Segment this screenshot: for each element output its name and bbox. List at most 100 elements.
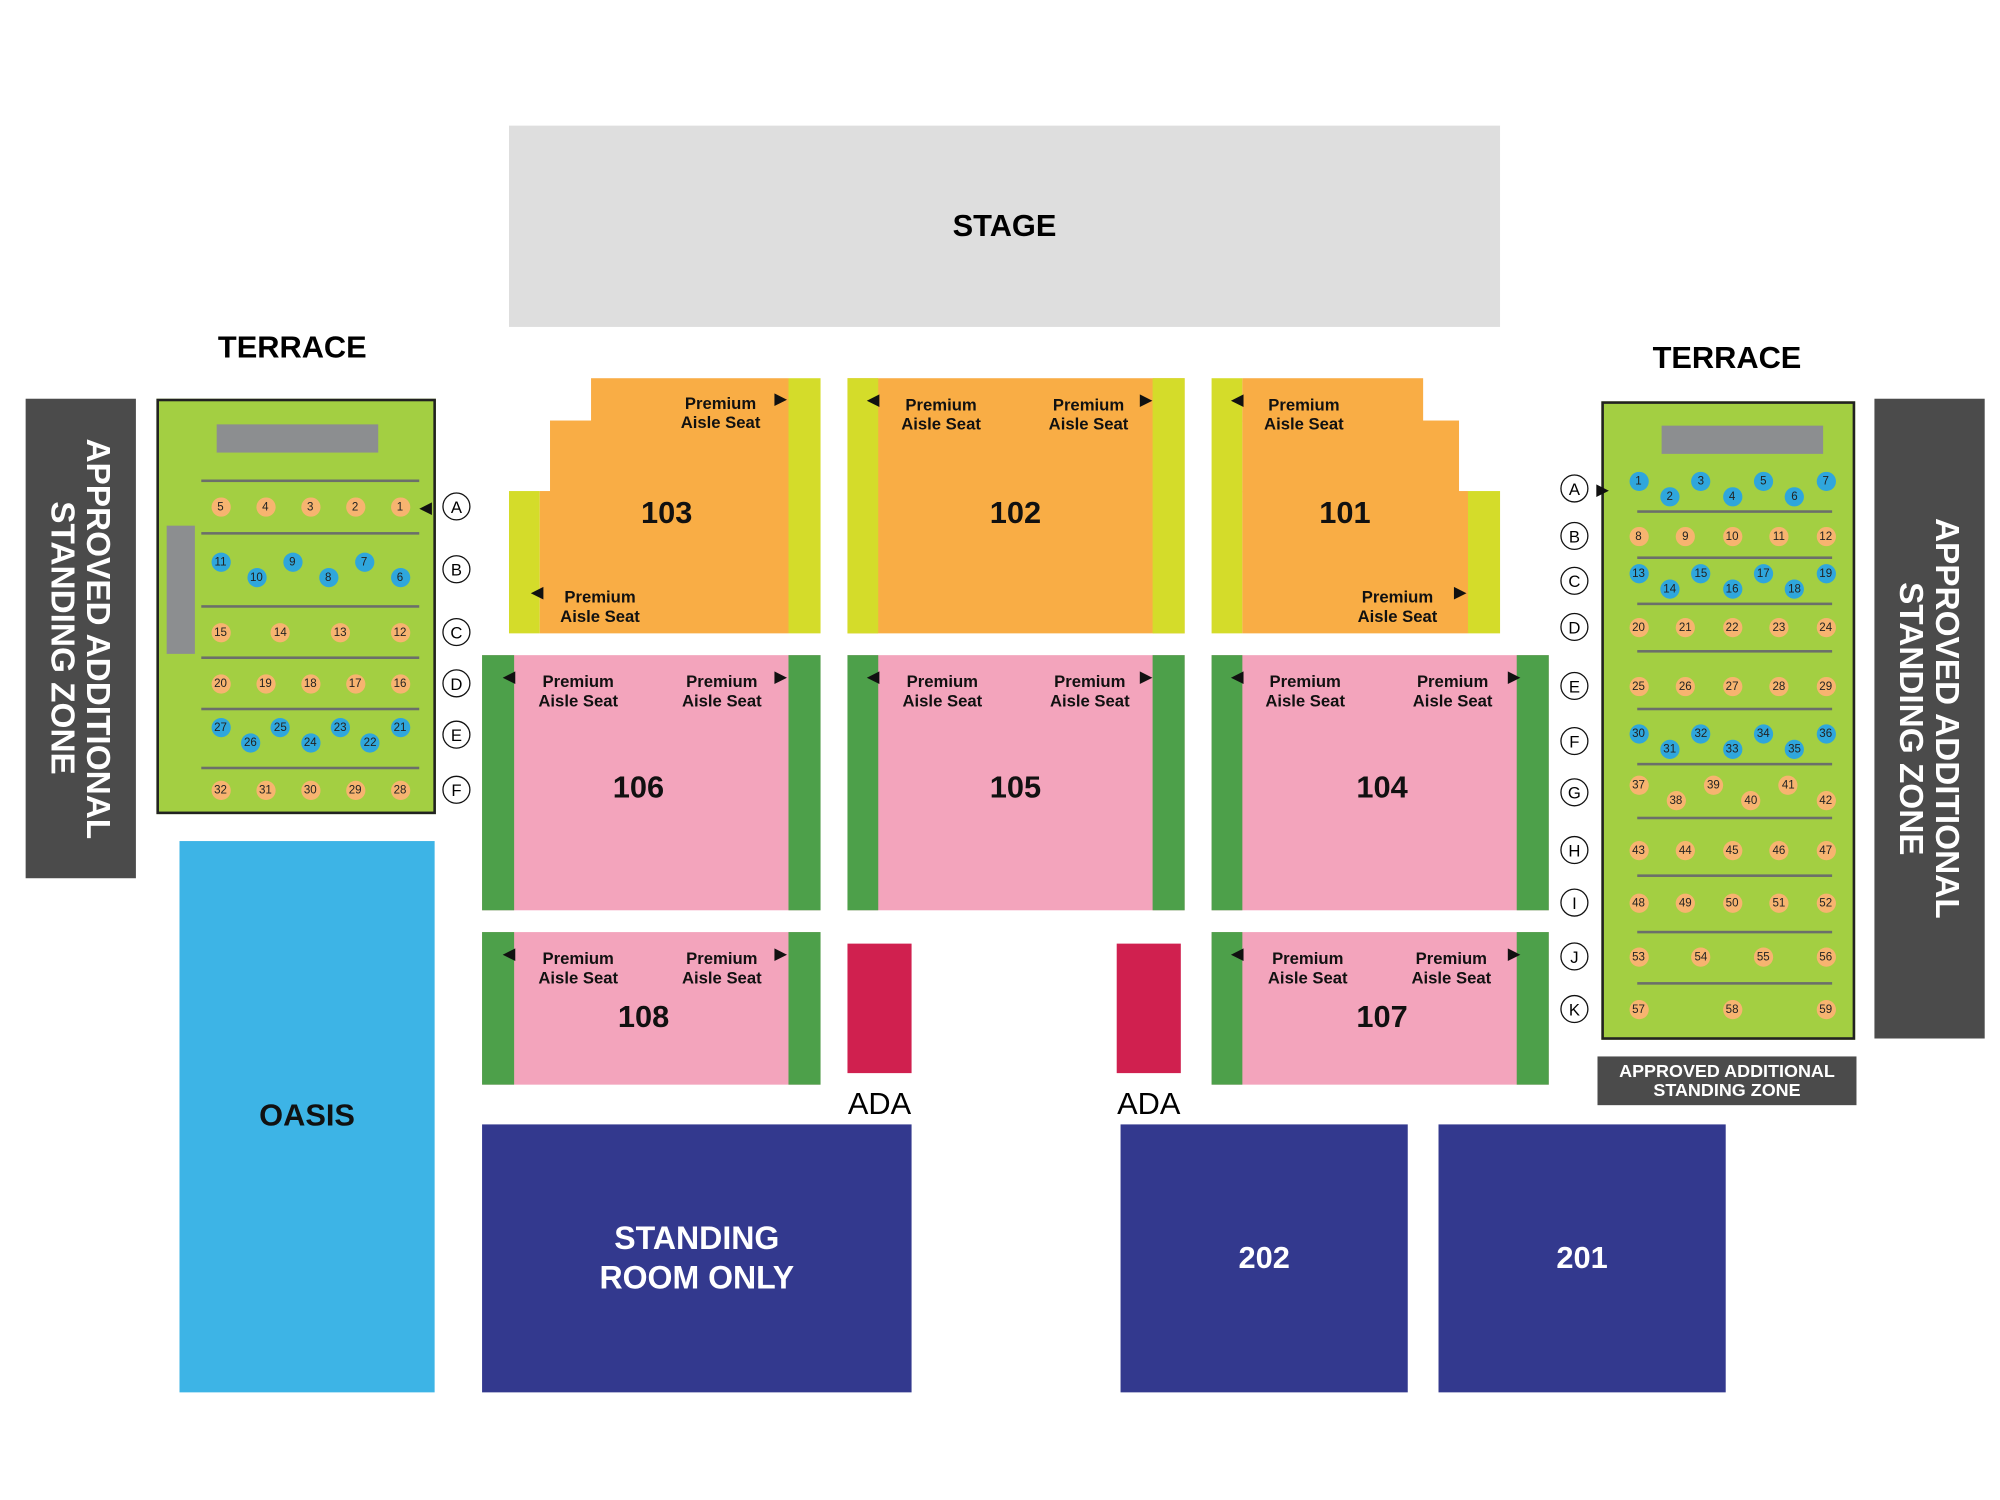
seat-right-12[interactable]: 12 — [1816, 526, 1836, 546]
seat-right-55[interactable]: 55 — [1753, 946, 1773, 967]
seat-left-3[interactable]: 3 — [300, 496, 320, 517]
seat-left-8[interactable]: 8 — [318, 567, 338, 587]
seat-left-27[interactable]: 27 — [210, 717, 231, 737]
seat-right-20[interactable]: 20 — [1628, 617, 1649, 637]
seat-right-35[interactable]: 35 — [1784, 739, 1805, 759]
seat-left-14[interactable]: 14 — [270, 622, 290, 642]
seat-right-38[interactable]: 38 — [1666, 790, 1686, 810]
section-102[interactable] — [847, 378, 1185, 634]
seat-left-20[interactable]: 20 — [210, 673, 231, 693]
seat-right-44[interactable]: 44 — [1675, 840, 1695, 860]
seat-right-10[interactable]: 10 — [1722, 526, 1742, 546]
seat-right-11[interactable]: 11 — [1769, 526, 1789, 546]
seat-right-58[interactable]: 58 — [1722, 999, 1742, 1019]
seat-right-45[interactable]: 45 — [1722, 840, 1742, 860]
approved-standing-zone-left[interactable]: APPROVED ADDITIONAL STANDING ZONE — [25, 398, 136, 879]
seat-right-47[interactable]: 47 — [1816, 840, 1836, 860]
standing-room-only-area[interactable]: STANDING ROOM ONLY — [482, 1124, 912, 1393]
seat-right-18[interactable]: 18 — [1784, 578, 1805, 599]
seat-left-18[interactable]: 18 — [300, 673, 320, 693]
seat-left-6[interactable]: 6 — [390, 567, 410, 587]
seat-right-33[interactable]: 33 — [1722, 739, 1742, 759]
seat-left-1[interactable]: 1 — [390, 496, 410, 517]
section-108[interactable] — [482, 932, 821, 1085]
seat-right-16[interactable]: 16 — [1722, 578, 1742, 599]
seat-left-11[interactable]: 11 — [210, 551, 231, 572]
seat-left-22[interactable]: 22 — [360, 732, 380, 752]
seat-right-49[interactable]: 49 — [1675, 892, 1695, 913]
seat-right-57[interactable]: 57 — [1628, 999, 1649, 1019]
seat-right-48[interactable]: 48 — [1628, 892, 1649, 913]
seat-left-5[interactable]: 5 — [210, 496, 231, 517]
seat-left-9[interactable]: 9 — [282, 551, 302, 572]
seat-right-42[interactable]: 42 — [1816, 790, 1836, 810]
seat-left-15[interactable]: 15 — [210, 622, 231, 642]
seat-right-9[interactable]: 9 — [1675, 526, 1695, 546]
section-202[interactable]: 202 — [1120, 1124, 1408, 1393]
section-103[interactable] — [591, 378, 789, 422]
seat-right-31[interactable]: 31 — [1660, 739, 1680, 759]
seat-right-15[interactable]: 15 — [1691, 563, 1711, 583]
seat-right-19[interactable]: 19 — [1816, 563, 1836, 583]
seat-right-5[interactable]: 5 — [1753, 471, 1773, 491]
seat-right-52[interactable]: 52 — [1816, 892, 1836, 913]
seat-left-17[interactable]: 17 — [345, 673, 365, 693]
seat-right-28[interactable]: 28 — [1769, 676, 1789, 696]
seat-right-26[interactable]: 26 — [1675, 676, 1695, 696]
seat-right-21[interactable]: 21 — [1675, 617, 1695, 637]
seat-right-7[interactable]: 7 — [1816, 471, 1836, 491]
seat-left-28[interactable]: 28 — [390, 780, 410, 800]
seat-right-22[interactable]: 22 — [1722, 617, 1742, 637]
seat-right-34[interactable]: 34 — [1753, 723, 1773, 743]
seat-left-30[interactable]: 30 — [300, 780, 320, 800]
section-106[interactable] — [482, 655, 821, 911]
seat-right-43[interactable]: 43 — [1628, 840, 1649, 860]
seat-right-46[interactable]: 46 — [1769, 840, 1789, 860]
ada-area-left[interactable] — [847, 943, 912, 1074]
seat-right-14[interactable]: 14 — [1660, 578, 1680, 599]
seat-left-12[interactable]: 12 — [390, 622, 410, 642]
seat-right-1[interactable]: 1 — [1628, 471, 1649, 491]
seat-left-21[interactable]: 21 — [390, 717, 410, 737]
seat-left-24[interactable]: 24 — [300, 732, 320, 752]
seat-left-23[interactable]: 23 — [330, 717, 350, 737]
seat-left-4[interactable]: 4 — [255, 496, 276, 517]
section-104[interactable] — [1211, 655, 1549, 911]
seat-right-37[interactable]: 37 — [1628, 775, 1649, 795]
section-105[interactable] — [847, 655, 1185, 911]
approved-standing-zone-right[interactable]: APPROVED ADDITIONAL STANDING ZONE — [1874, 398, 1985, 1039]
section-201[interactable]: 201 — [1438, 1124, 1726, 1393]
seat-left-7[interactable]: 7 — [354, 551, 374, 572]
seat-right-8[interactable]: 8 — [1628, 526, 1649, 546]
seat-left-10[interactable]: 10 — [246, 567, 267, 587]
seat-left-13[interactable]: 13 — [330, 622, 350, 642]
seat-left-32[interactable]: 32 — [210, 780, 231, 800]
seat-right-59[interactable]: 59 — [1816, 999, 1836, 1019]
seat-right-17[interactable]: 17 — [1753, 563, 1773, 583]
seat-right-3[interactable]: 3 — [1691, 471, 1711, 491]
seat-left-16[interactable]: 16 — [390, 673, 410, 693]
seat-right-30[interactable]: 30 — [1628, 723, 1649, 743]
seat-right-4[interactable]: 4 — [1722, 486, 1742, 506]
seat-left-31[interactable]: 31 — [255, 780, 276, 800]
seat-right-27[interactable]: 27 — [1722, 676, 1742, 696]
seat-right-36[interactable]: 36 — [1816, 723, 1836, 743]
seat-right-25[interactable]: 25 — [1628, 676, 1649, 696]
seat-right-50[interactable]: 50 — [1722, 892, 1742, 913]
seat-right-13[interactable]: 13 — [1628, 563, 1649, 583]
seat-right-51[interactable]: 51 — [1769, 892, 1789, 913]
seat-left-19[interactable]: 19 — [255, 673, 276, 693]
section-107[interactable] — [1211, 932, 1549, 1085]
seat-right-23[interactable]: 23 — [1769, 617, 1789, 637]
seat-left-2[interactable]: 2 — [345, 496, 365, 517]
seat-right-39[interactable]: 39 — [1703, 775, 1724, 795]
terrace-right[interactable] — [1601, 401, 1856, 1040]
seat-left-25[interactable]: 25 — [270, 717, 290, 737]
ada-area-right[interactable] — [1116, 943, 1181, 1074]
oasis-area[interactable]: OASIS — [179, 841, 435, 1393]
seat-right-29[interactable]: 29 — [1816, 676, 1836, 696]
seat-right-53[interactable]: 53 — [1628, 946, 1649, 967]
seat-right-32[interactable]: 32 — [1691, 723, 1711, 743]
seat-left-26[interactable]: 26 — [240, 732, 261, 752]
seat-right-2[interactable]: 2 — [1660, 486, 1680, 506]
